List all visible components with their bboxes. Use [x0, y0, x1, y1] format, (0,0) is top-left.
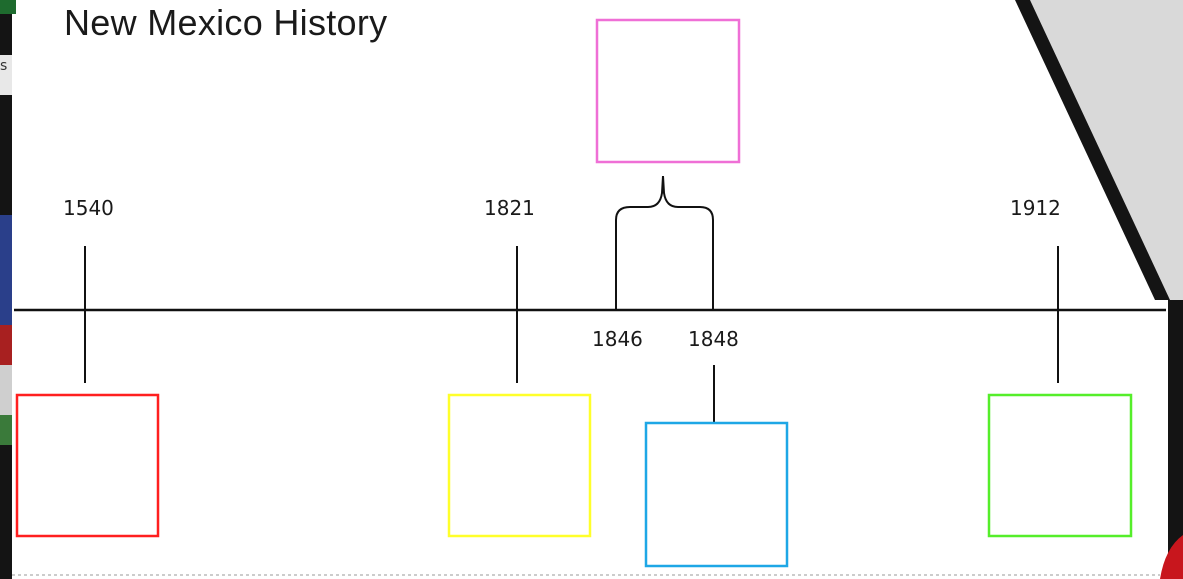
box-pink-1846-1848 [595, 18, 741, 164]
right-decoration [1015, 0, 1183, 579]
gray-flag-fragment [0, 365, 12, 415]
green-flag-fragment [0, 415, 12, 445]
box-yellow-1821 [447, 393, 592, 538]
year-label-1912: 1912 [1010, 196, 1061, 220]
year-label-1846: 1846 [592, 327, 643, 351]
year-label-1540: 1540 [63, 196, 114, 220]
gray-button-fragment [0, 55, 12, 95]
war-period-bracket [615, 175, 714, 310]
left-frame-strip [0, 0, 16, 579]
year-label-1848: 1848 [688, 327, 739, 351]
red-corner-accent [1160, 535, 1183, 579]
corner-text-fragment: s [0, 58, 8, 74]
box-green-1912 [987, 393, 1133, 538]
right-dark-frame [1168, 300, 1183, 579]
green-corner-fragment [0, 0, 16, 14]
page-title: New Mexico History [64, 2, 388, 43]
year-label-1821: 1821 [484, 196, 535, 220]
box-red-1540 [15, 393, 160, 538]
box-blue-1848 [644, 421, 789, 568]
blue-flag-fragment [0, 215, 12, 325]
red-flag-fragment [0, 325, 12, 365]
dark-chevron-edge [1015, 0, 1170, 300]
